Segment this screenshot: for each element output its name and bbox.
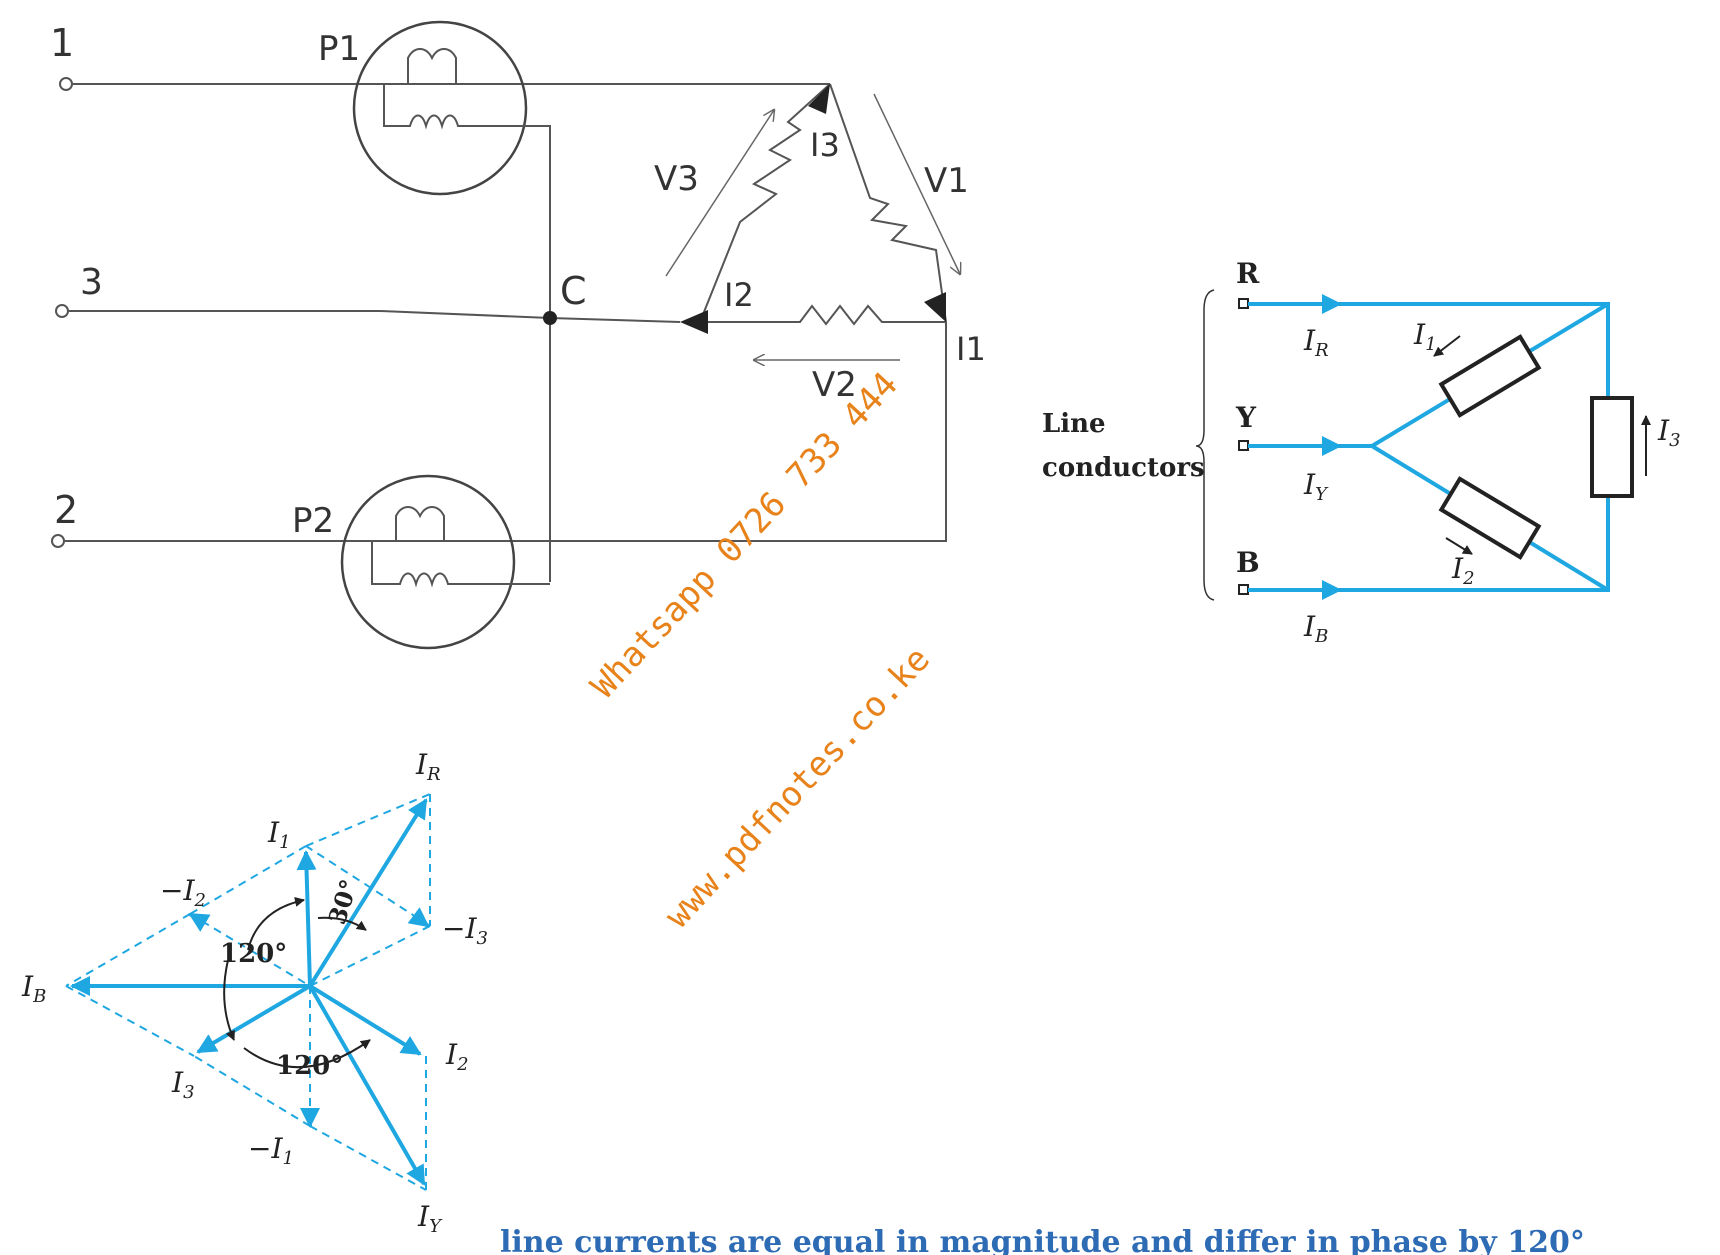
phasor-iy xyxy=(308,985,426,1186)
junction-c xyxy=(543,311,557,325)
arrow-i1 xyxy=(1433,335,1461,357)
phasor-label-neg-i2: −I2 xyxy=(160,874,206,911)
phasor-i3 xyxy=(196,984,312,1054)
dash-neg-i3-to-i1 xyxy=(305,845,431,927)
current-arrow-i3 xyxy=(808,84,830,114)
p1-current-coil xyxy=(390,48,457,85)
resistor-2 xyxy=(1438,476,1542,560)
line-3-wire xyxy=(68,310,681,323)
watermark-website: www.pdfnotes.co.ke xyxy=(657,639,938,936)
terminal-2-label: 2 xyxy=(54,488,78,532)
angle-arc-120-left xyxy=(223,959,235,1041)
current-arrow-i1 xyxy=(924,292,946,322)
phasor-ir xyxy=(308,798,428,988)
phasor-label-i3: I3 xyxy=(171,1066,195,1103)
watermark-whatsapp: Whatsapp 0726 733 444 xyxy=(583,364,905,706)
terminal-r xyxy=(1238,298,1249,309)
meter-p1-label: P1 xyxy=(318,29,360,69)
caption: line currents are equal in magnitude and… xyxy=(500,1225,1585,1255)
angle-label-120-top: 120° xyxy=(220,939,287,969)
delta-branch-31 xyxy=(829,83,947,323)
line-label-y: Y xyxy=(1235,401,1257,434)
resistor-3 xyxy=(1590,396,1634,498)
terminal-1-label: 1 xyxy=(50,21,74,65)
terminal-1 xyxy=(59,77,73,91)
terminal-3-label: 3 xyxy=(80,262,103,303)
current-label-i2: I2 xyxy=(724,276,754,314)
voltage-arrow-v3 xyxy=(665,110,774,277)
phasor-label-neg-i3: −I3 xyxy=(442,912,488,949)
current-label-i3: I3 xyxy=(810,126,840,164)
label-ib: IB xyxy=(1303,610,1328,647)
phasor-neg-i2-head xyxy=(188,912,211,932)
phasor-i1 xyxy=(296,850,317,987)
p2-current-coil xyxy=(374,506,445,542)
dash-i1-to-neg-i2 xyxy=(189,845,307,915)
dash-neg-i2-to-origin xyxy=(189,913,311,987)
voltage-label-v3: V3 xyxy=(654,159,699,199)
dash-neg-i1-to-i3 xyxy=(193,1055,311,1127)
meter-p2-label: P2 xyxy=(292,501,334,541)
line-label-r: R xyxy=(1236,257,1260,290)
angle-label-120-bottom: 120° xyxy=(276,1051,343,1081)
phasor-label-neg-i1: −I1 xyxy=(248,1132,294,1169)
two-wattmeter-circuit: 1 3 2 P1 C P2 V3 V1 V2 I3 I2 xyxy=(50,20,986,650)
delta-load-diagram: Line conductors R Y B IR IY IB I1 I2 I3 xyxy=(1042,257,1681,647)
angle-arc-30 xyxy=(317,916,367,931)
dash-ib-to-i3 xyxy=(65,985,195,1057)
label-i1: I1 xyxy=(1413,318,1437,355)
phasor-label-iy: IY xyxy=(417,1200,443,1237)
delta-branch-13 xyxy=(699,83,831,323)
label-i2: I2 xyxy=(1451,552,1475,589)
voltage-label-v2: V2 xyxy=(812,365,857,405)
terminal-b xyxy=(1238,584,1249,595)
phasor-i2 xyxy=(308,984,422,1056)
angle-arc-120-top xyxy=(247,897,305,951)
phasor-label-ib: IB xyxy=(21,970,46,1007)
junction-c-label: C xyxy=(560,269,587,313)
wattmeter-p1 xyxy=(352,20,528,196)
terminal-3 xyxy=(55,304,69,318)
voltage-arrow-v1 xyxy=(873,93,960,274)
phasor-diagram: IR I1 −I2 −I3 IB I3 I2 −I1 IY 120° 120° … xyxy=(21,748,488,1237)
p1-voltage-coil xyxy=(383,84,551,582)
phasor-label-i1: I1 xyxy=(267,816,291,853)
phasor-label-ir: IR xyxy=(415,748,441,785)
watermark: Whatsapp 0726 733 444 www.pdfnotes.co.ke xyxy=(583,364,938,936)
angle-label-30: 30° xyxy=(322,876,364,928)
label-i3: I3 xyxy=(1657,414,1681,451)
label-iy: IY xyxy=(1303,468,1329,505)
line-2-wire xyxy=(64,322,947,542)
label-ir: IR xyxy=(1303,324,1329,361)
p2-voltage-coil xyxy=(371,541,550,588)
dash-neg-i2-to-ib xyxy=(65,913,191,987)
angle-arc-120-bottom xyxy=(243,1039,371,1069)
wattmeter-p2 xyxy=(340,474,516,650)
line-label-b: B xyxy=(1236,546,1260,579)
bracket-label-conductors: conductors xyxy=(1042,453,1205,483)
bracket-label-line: Line xyxy=(1042,409,1106,439)
line-conductors-brace xyxy=(1195,289,1215,601)
current-label-i1: I1 xyxy=(956,330,986,368)
current-arrow-i2 xyxy=(680,310,708,334)
terminal-y xyxy=(1238,440,1249,451)
arrow-i2 xyxy=(1445,537,1473,555)
phasor-neg-i3-head xyxy=(407,907,430,928)
phasor-label-i2: I2 xyxy=(445,1038,469,1075)
resistor-1 xyxy=(1438,334,1542,418)
terminal-2 xyxy=(51,534,65,548)
voltage-label-v1: V1 xyxy=(924,161,969,201)
delta-branch-21 xyxy=(700,304,946,326)
